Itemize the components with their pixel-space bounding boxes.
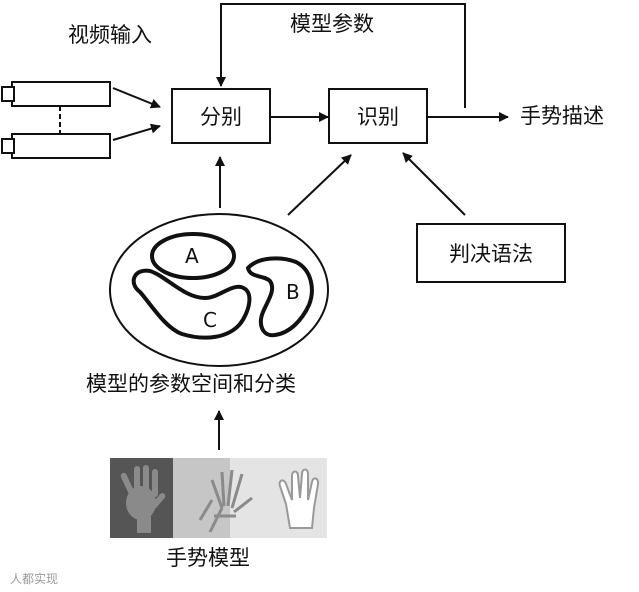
region-a-shape bbox=[150, 232, 236, 280]
arrow-camera1-to-classify bbox=[112, 87, 161, 109]
region-a-label: A bbox=[185, 244, 199, 268]
region-c-shape bbox=[131, 268, 252, 340]
grammar-box: 判决语法 bbox=[416, 223, 566, 283]
arrow-model-params-feedback bbox=[216, 3, 466, 108]
region-b-shape bbox=[245, 256, 314, 338]
classify-box: 分别 bbox=[171, 88, 271, 144]
arrow-grammar-to-recognize bbox=[402, 152, 466, 216]
camera-top bbox=[1, 81, 111, 107]
watermark-text: 人都实现 bbox=[10, 572, 59, 586]
region-b-label: B bbox=[286, 280, 300, 304]
gesture-description-label: 手势描述 bbox=[520, 104, 604, 128]
param-space-ellipse bbox=[109, 213, 329, 367]
hand-outline-icon bbox=[278, 468, 320, 529]
recognize-box: 识别 bbox=[328, 88, 428, 144]
gesture-models-image bbox=[110, 458, 327, 538]
model-params-label: 模型参数 bbox=[290, 12, 374, 36]
hand-silhouette-icon bbox=[120, 465, 166, 533]
camera-bottom bbox=[1, 133, 111, 159]
video-input-label: 视频输入 bbox=[68, 23, 152, 47]
gesture-models-label: 手势模型 bbox=[166, 546, 250, 570]
param-space-label: 模型的参数空间和分类 bbox=[86, 372, 296, 396]
arrow-space-to-recognize bbox=[287, 154, 352, 216]
hand-skeleton-icon bbox=[198, 469, 253, 533]
arrow-camera2-to-classify bbox=[112, 123, 161, 141]
region-c-label: C bbox=[203, 308, 217, 332]
